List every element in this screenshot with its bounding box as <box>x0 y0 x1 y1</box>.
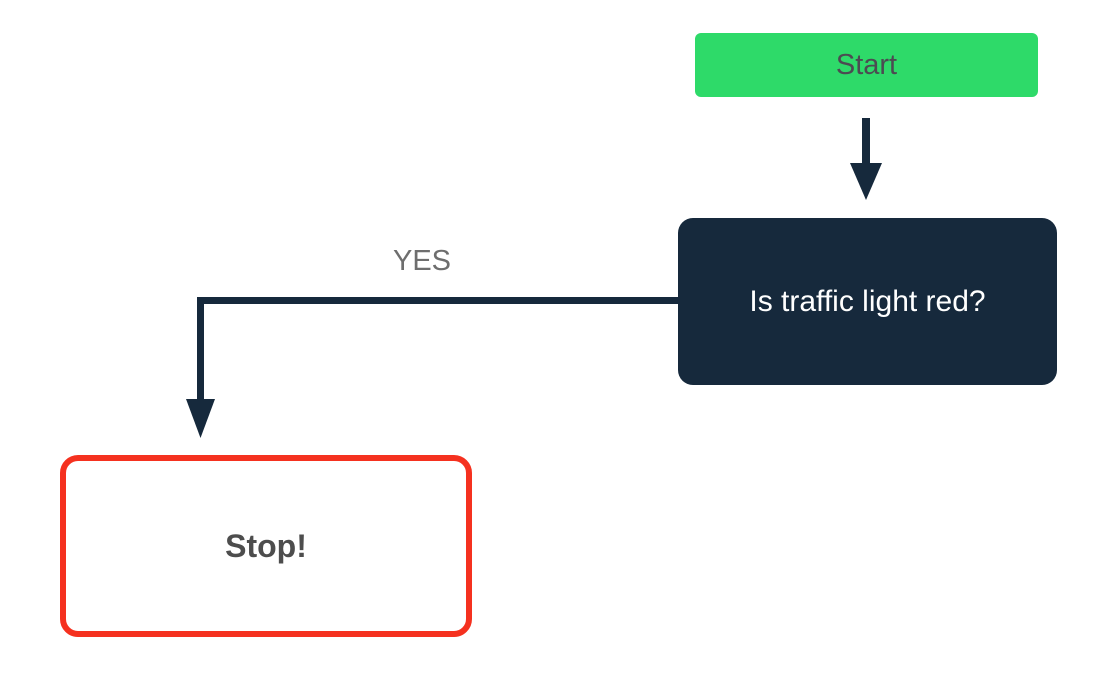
edge-label-yes: YES <box>392 245 452 277</box>
start-node-label: Start <box>835 48 898 81</box>
decision-node-label: Is traffic light red? <box>749 284 986 318</box>
decision-to-stop-arrow <box>186 297 678 438</box>
arrow-head-icon <box>850 163 882 200</box>
stop-node-label: Stop! <box>225 527 307 564</box>
arrow-head-icon <box>186 399 215 438</box>
stop-node: Stop! <box>60 455 472 637</box>
decision-node: Is traffic light red? <box>678 218 1057 385</box>
start-to-decision-arrow <box>850 118 882 200</box>
arrow-line <box>197 297 678 402</box>
start-node: Start <box>695 33 1038 97</box>
